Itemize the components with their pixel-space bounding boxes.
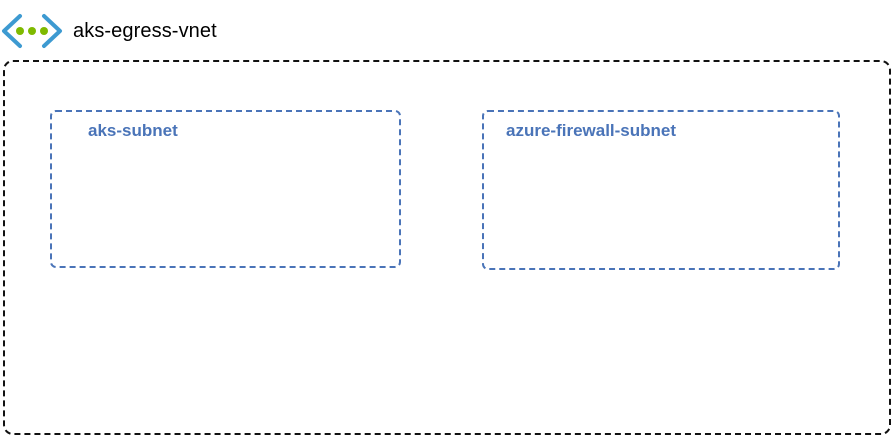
subnet-label-aks: aks-subnet — [88, 121, 178, 140]
subnet-aks[interactable]: aks-subnet — [50, 110, 401, 268]
subnet-azure-firewall[interactable]: azure-firewall-subnet — [482, 110, 840, 270]
vnet-boundary — [3, 60, 891, 435]
subnet-label-azure-firewall: azure-firewall-subnet — [506, 121, 677, 140]
virtual-network-icon — [2, 14, 62, 48]
vnet-header: aks-egress-vnet — [0, 12, 217, 50]
vnet-title: aks-egress-vnet — [73, 19, 217, 42]
